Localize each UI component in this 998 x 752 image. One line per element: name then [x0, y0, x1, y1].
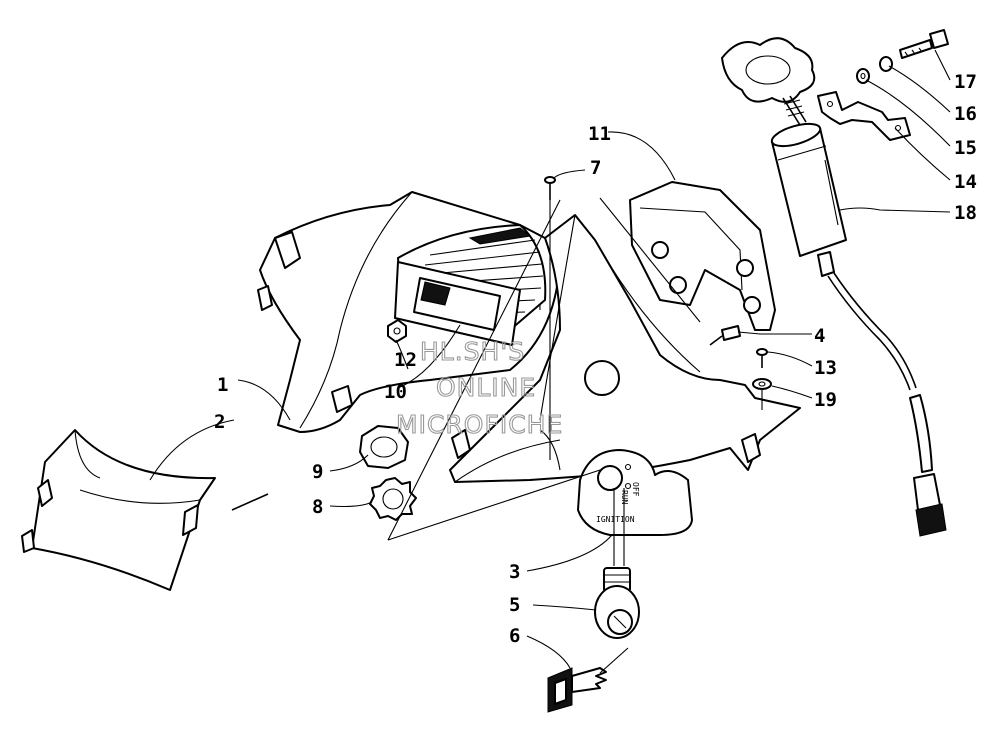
callout-12: 12: [394, 349, 417, 371]
callout-9: 9: [312, 461, 323, 483]
screw-7: [544, 176, 556, 460]
callout-6: 6: [509, 625, 520, 647]
callout-5: 5: [509, 594, 520, 616]
label-ignition: IGNITION: [596, 515, 635, 524]
nut-12: [387, 319, 407, 343]
gauge-bracket: [394, 261, 521, 346]
watermark-line-3: MICROFICHE: [396, 410, 563, 439]
callout-1: 1: [217, 374, 228, 396]
callout-18: 18: [954, 202, 977, 224]
washer-15: [856, 68, 870, 84]
leader-lines: [149, 49, 951, 669]
mounting-bracket: [599, 181, 776, 331]
ignition-key: [547, 647, 629, 713]
bolt-17: [899, 29, 949, 59]
callout-numbers: 1 2 3 4 5 6 7 8 9 10 11 12 13 14 15 16 1…: [214, 71, 977, 647]
callout-4: 4: [814, 325, 825, 347]
front-cover-panel: [21, 429, 269, 591]
primer-pump: [721, 37, 947, 537]
callout-11: 11: [588, 123, 611, 145]
nut-9: [359, 425, 409, 469]
callout-19: 19: [814, 389, 837, 411]
washer-19: [752, 378, 772, 410]
callout-17: 17: [954, 71, 977, 93]
label-off: OFF: [631, 482, 640, 497]
screw-4: [709, 325, 741, 346]
lock-washer-8: [369, 477, 417, 521]
callout-8: 8: [312, 496, 323, 518]
callout-13: 13: [814, 357, 837, 379]
callout-10: 10: [384, 381, 407, 403]
callout-16: 16: [954, 103, 977, 125]
callout-14: 14: [954, 171, 977, 193]
callout-2: 2: [214, 411, 225, 433]
callout-15: 15: [954, 137, 977, 159]
watermark-line-2: ONLINE: [436, 373, 536, 402]
lock-washer-16: [879, 56, 893, 72]
screw-13: [756, 348, 768, 368]
watermark-line-1: HL.SH'S: [420, 337, 525, 366]
callout-3: 3: [509, 561, 520, 583]
callout-7: 7: [590, 157, 601, 179]
clamp-14: [817, 91, 911, 141]
watermark: HL.SH'S ONLINE MICROFICHE: [395, 336, 563, 439]
ignition-switch: [594, 488, 640, 639]
